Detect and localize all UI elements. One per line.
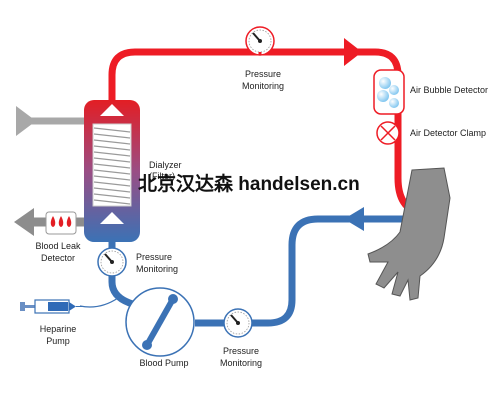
air-clamp-label: Air Detector Clamp: [410, 128, 486, 138]
dialyzer: [84, 100, 140, 242]
pressure-gauge-icon: [97, 247, 127, 277]
filter-coil-icon: [93, 127, 131, 205]
heparine-label-2: Pump: [46, 336, 70, 346]
watermark: 北京汉达森 handelsen.cn: [138, 172, 360, 195]
arm-icon: [367, 167, 451, 301]
blood-pump-icon: [125, 287, 195, 357]
heparine-label-1: Heparine: [40, 324, 77, 334]
pressure-top-label-1: Pressure: [245, 69, 281, 79]
heparine-line: [79, 297, 119, 308]
pressure-bottom-label-1: Pressure: [223, 346, 259, 356]
flow-arrow-icon: [344, 207, 364, 231]
blood-drops-icon: [50, 216, 72, 227]
pressure-bottom-label-2: Monitoring: [220, 358, 262, 368]
dialyzer-label-1: Dialyzer: [149, 160, 182, 170]
air-bubble-label: Air Bubble Detector: [410, 85, 488, 95]
blood-leak-label-2: Detector: [41, 253, 75, 263]
pressure-left-label-2: Monitoring: [136, 264, 178, 274]
dialysate-outlet: [14, 208, 84, 236]
blood-leak-label-1: Blood Leak: [35, 241, 81, 251]
pressure-top-label-2: Monitoring: [242, 81, 284, 91]
syringe-icon: [20, 299, 82, 314]
bubbles-icon: [373, 69, 405, 115]
arterial-line: [108, 38, 424, 217]
x-clamp-icon: [376, 121, 400, 145]
dialyzer-label-2: (Filter): [149, 171, 175, 181]
blood-pump-label: Blood Pump: [139, 358, 188, 368]
pressure-left-label-1: Pressure: [136, 252, 172, 262]
dialysate-inlet: [16, 106, 84, 136]
pressure-gauge-icon: [245, 26, 275, 56]
flow-arrow-icon: [344, 38, 362, 66]
pressure-gauge-icon: [223, 308, 253, 338]
